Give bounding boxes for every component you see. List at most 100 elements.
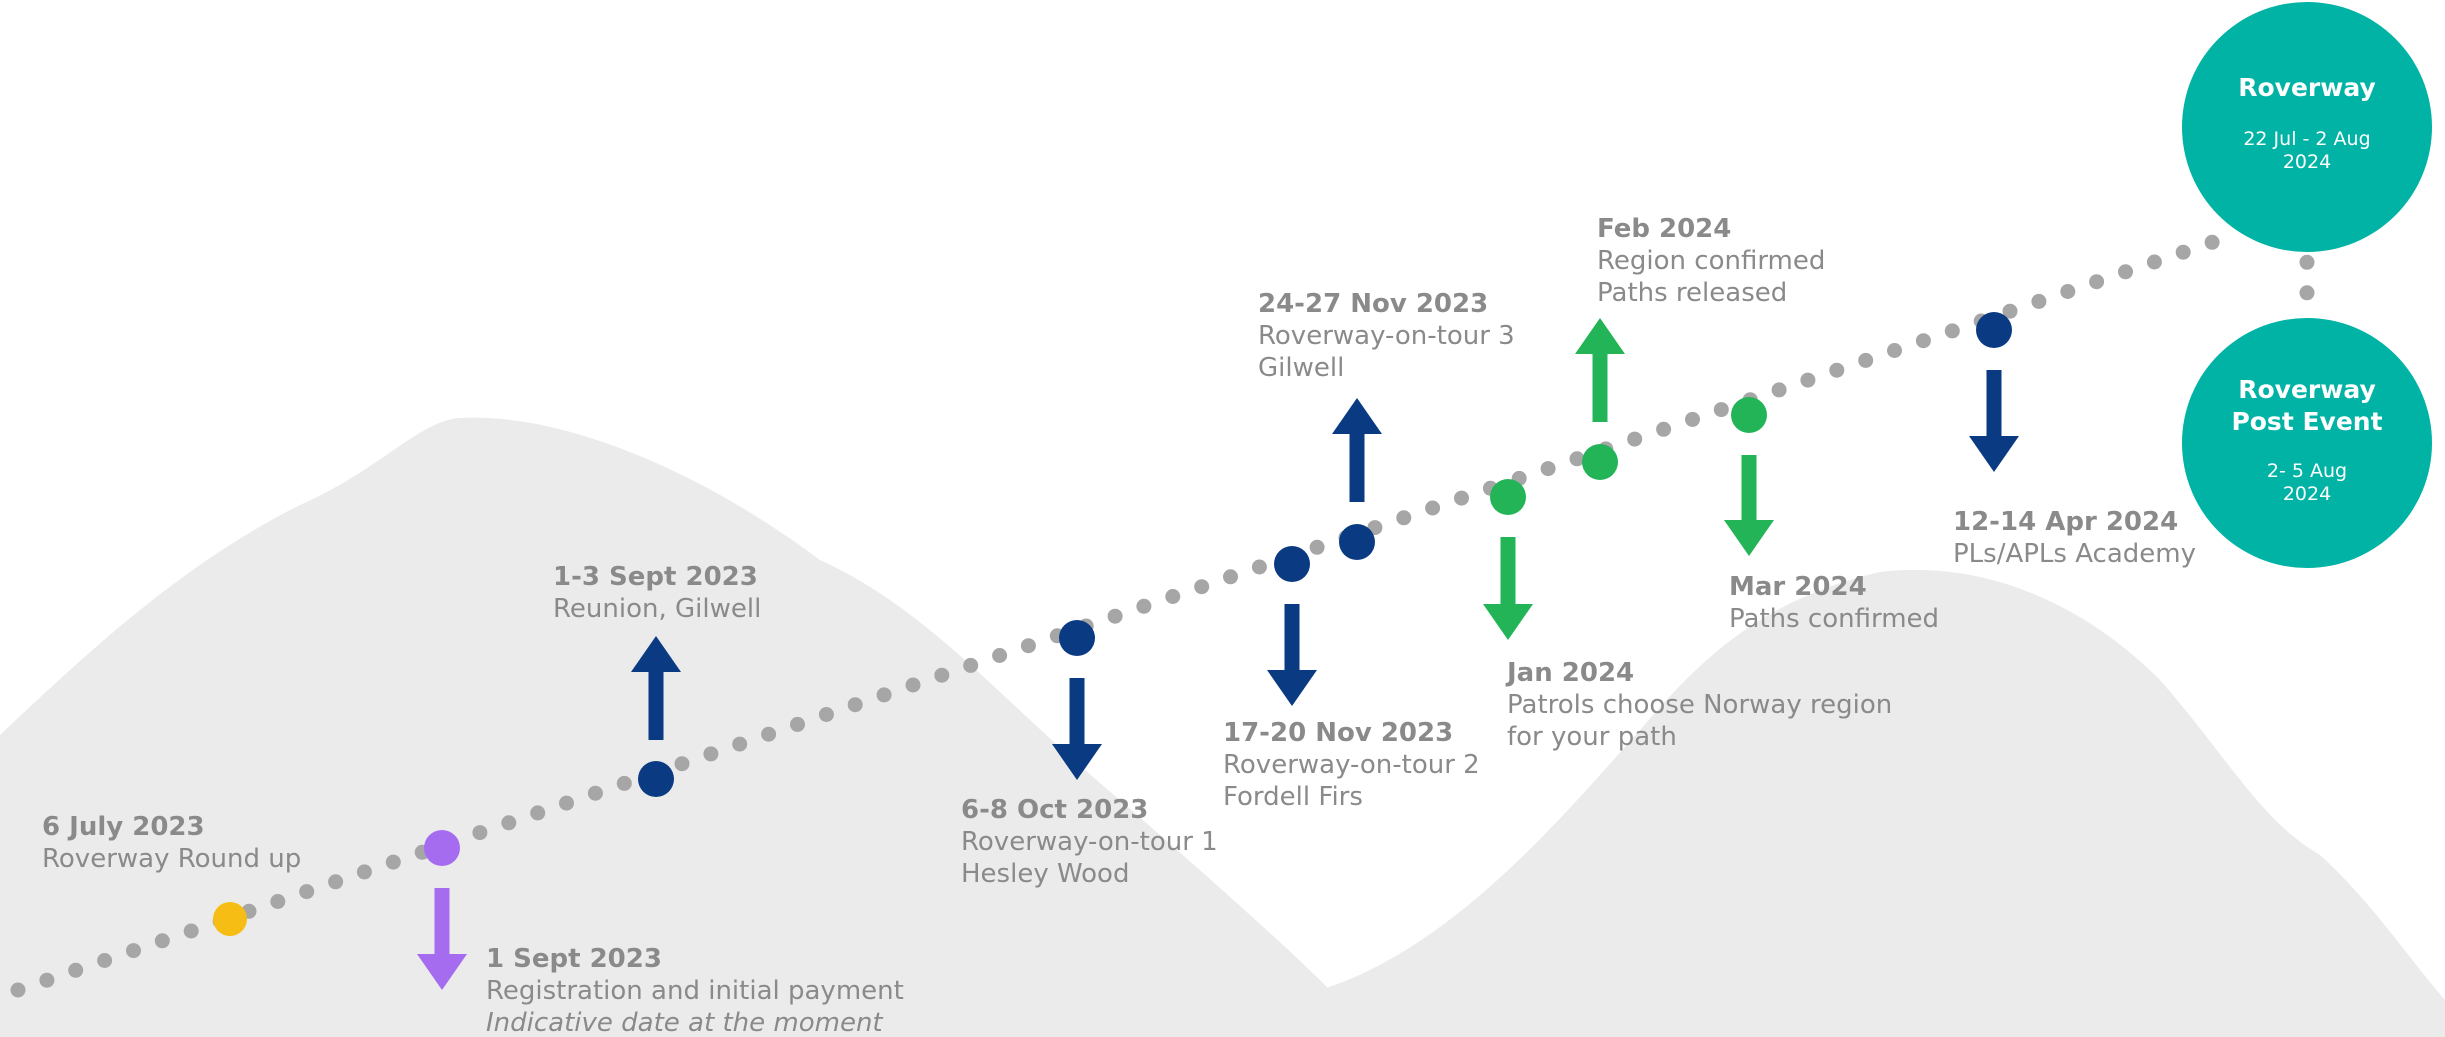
path-dot xyxy=(2299,285,2315,301)
event-date: Mar 2024 xyxy=(1729,572,1867,602)
event-label-apr2024: 12-14 Apr 2024 PLs/APLs Academy xyxy=(1953,506,2196,570)
path-dot xyxy=(126,943,141,959)
event-arrow-shaft xyxy=(1592,354,1608,422)
path-dot xyxy=(1425,500,1441,516)
path-dot xyxy=(2031,293,2047,309)
path-dot xyxy=(530,805,546,821)
path-dot xyxy=(1020,638,1036,654)
event-label-tour1: 6-8 Oct 2023 Roverway-on-tour 1 Hesley W… xyxy=(961,794,1218,890)
event-arrow-shaft xyxy=(648,672,664,740)
path-dot xyxy=(270,894,286,909)
event-arrow-shaft xyxy=(1500,537,1516,604)
event-marker-mar2024 xyxy=(1731,397,1767,433)
path-dot xyxy=(2002,303,2018,319)
event-arrow-shaft xyxy=(1069,678,1085,744)
path-dot xyxy=(1771,382,1787,398)
event-arrow-shaft xyxy=(1986,370,2002,436)
arrow-down-icon xyxy=(1052,744,1102,780)
milestone-roverway: Roverway 22 Jul - 2 Aug 2024 xyxy=(2182,72,2432,174)
event-arrow-shaft xyxy=(434,888,450,954)
path-dot xyxy=(328,874,344,890)
event-line: Registration and initial payment xyxy=(486,976,904,1006)
path-dot xyxy=(1915,333,1931,349)
path-dot xyxy=(472,825,488,841)
path-dot xyxy=(1944,323,1960,339)
path-dot xyxy=(963,657,979,673)
path-dot xyxy=(934,667,950,683)
roverway-circle xyxy=(2182,2,2432,252)
path-dot xyxy=(1800,372,1816,388)
event-label-reunion: 1-3 Sept 2023 Reunion, Gilwell xyxy=(553,561,761,625)
path-dot xyxy=(674,756,690,772)
event-line: Paths released xyxy=(1597,278,1788,308)
path-dot xyxy=(790,716,805,732)
path-dot xyxy=(1713,402,1729,418)
path-dot xyxy=(1136,598,1152,614)
event-marker-apr2024 xyxy=(1976,312,2012,348)
event-line: Roverway Round up xyxy=(42,844,302,874)
path-dot xyxy=(992,648,1008,663)
path-dot xyxy=(1223,569,1238,585)
path-dot xyxy=(1887,343,1902,358)
milestone-title: Post Event xyxy=(2231,407,2383,436)
event-marker-feb2024 xyxy=(1582,444,1618,480)
path-dot xyxy=(154,933,170,949)
event-date: 12-14 Apr 2024 xyxy=(1953,507,2179,537)
event-arrow-shaft xyxy=(1741,455,1757,520)
path-dot xyxy=(97,953,113,968)
event-marker-reunion xyxy=(638,761,674,797)
event-date: 1 Sept 2023 xyxy=(486,944,662,974)
event-line: Roverway-on-tour 2 xyxy=(1223,750,1480,780)
event-label-tour2: 17-20 Nov 2023 Roverway-on-tour 2 Fordel… xyxy=(1223,717,1480,813)
arrow-down-icon xyxy=(1483,604,1533,640)
path-dot xyxy=(1829,362,1845,378)
milestone-dates: 2- 5 Aug xyxy=(2266,460,2348,482)
path-dot xyxy=(2175,244,2191,260)
event-date: 1-3 Sept 2023 xyxy=(553,562,758,592)
path-dots xyxy=(10,234,2315,998)
event-label-roundup: 6 July 2023 Roverway Round up xyxy=(42,811,301,875)
event-label-registration: 1 Sept 2023 Registration and initial pay… xyxy=(486,943,904,1037)
arrow-down-icon xyxy=(1724,520,1774,556)
path-dot xyxy=(68,962,84,978)
path-dot xyxy=(2118,264,2133,280)
path-dot xyxy=(2089,274,2105,290)
milestone-dates: 22 Jul - 2 Aug xyxy=(2243,128,2371,150)
path-dot xyxy=(501,815,517,831)
milestone-title: Roverway xyxy=(2238,375,2376,404)
arrow-down-icon xyxy=(1969,436,2019,472)
event-label-tour3: 24-27 Nov 2023 Roverway-on-tour 3 Gilwel… xyxy=(1258,288,1515,384)
event-line: PLs/APLs Academy xyxy=(1953,539,2197,569)
event-arrow-shaft xyxy=(1349,434,1365,502)
path-dot xyxy=(1454,490,1469,506)
path-dot xyxy=(2146,254,2162,270)
event-arrow-shaft xyxy=(1284,604,1300,670)
event-note: Indicative date at the moment xyxy=(486,1008,883,1037)
event-line: Paths confirmed xyxy=(1729,604,1940,634)
event-line: Patrols choose Norway region xyxy=(1507,690,1893,720)
path-dot xyxy=(2204,234,2220,250)
path-dot xyxy=(587,785,603,801)
event-marker-registration xyxy=(424,830,460,866)
event-line: Reunion, Gilwell xyxy=(553,594,762,624)
milestone-dates: 2024 xyxy=(2282,151,2332,173)
path-dot xyxy=(385,854,401,870)
event-date: Jan 2024 xyxy=(1507,658,1635,688)
path-dot xyxy=(299,884,315,900)
milestone-title: Roverway xyxy=(2238,73,2376,102)
path-dot xyxy=(1107,608,1123,624)
event-marker-tour3 xyxy=(1339,524,1375,560)
event-date: 6-8 Oct 2023 xyxy=(961,795,1149,825)
event-marker-tour2 xyxy=(1274,546,1310,582)
path-dot xyxy=(1656,421,1672,437)
path-dot xyxy=(183,923,199,939)
path-dot xyxy=(847,697,863,713)
path-dot xyxy=(905,677,921,693)
event-marker-jan2024 xyxy=(1490,479,1526,515)
event-line: Gilwell xyxy=(1258,353,1345,383)
milestone-dates: 2024 xyxy=(2282,483,2332,505)
event-date: Feb 2024 xyxy=(1597,214,1732,244)
event-date: 6 July 2023 xyxy=(42,812,205,842)
arrow-up-icon xyxy=(631,636,681,672)
